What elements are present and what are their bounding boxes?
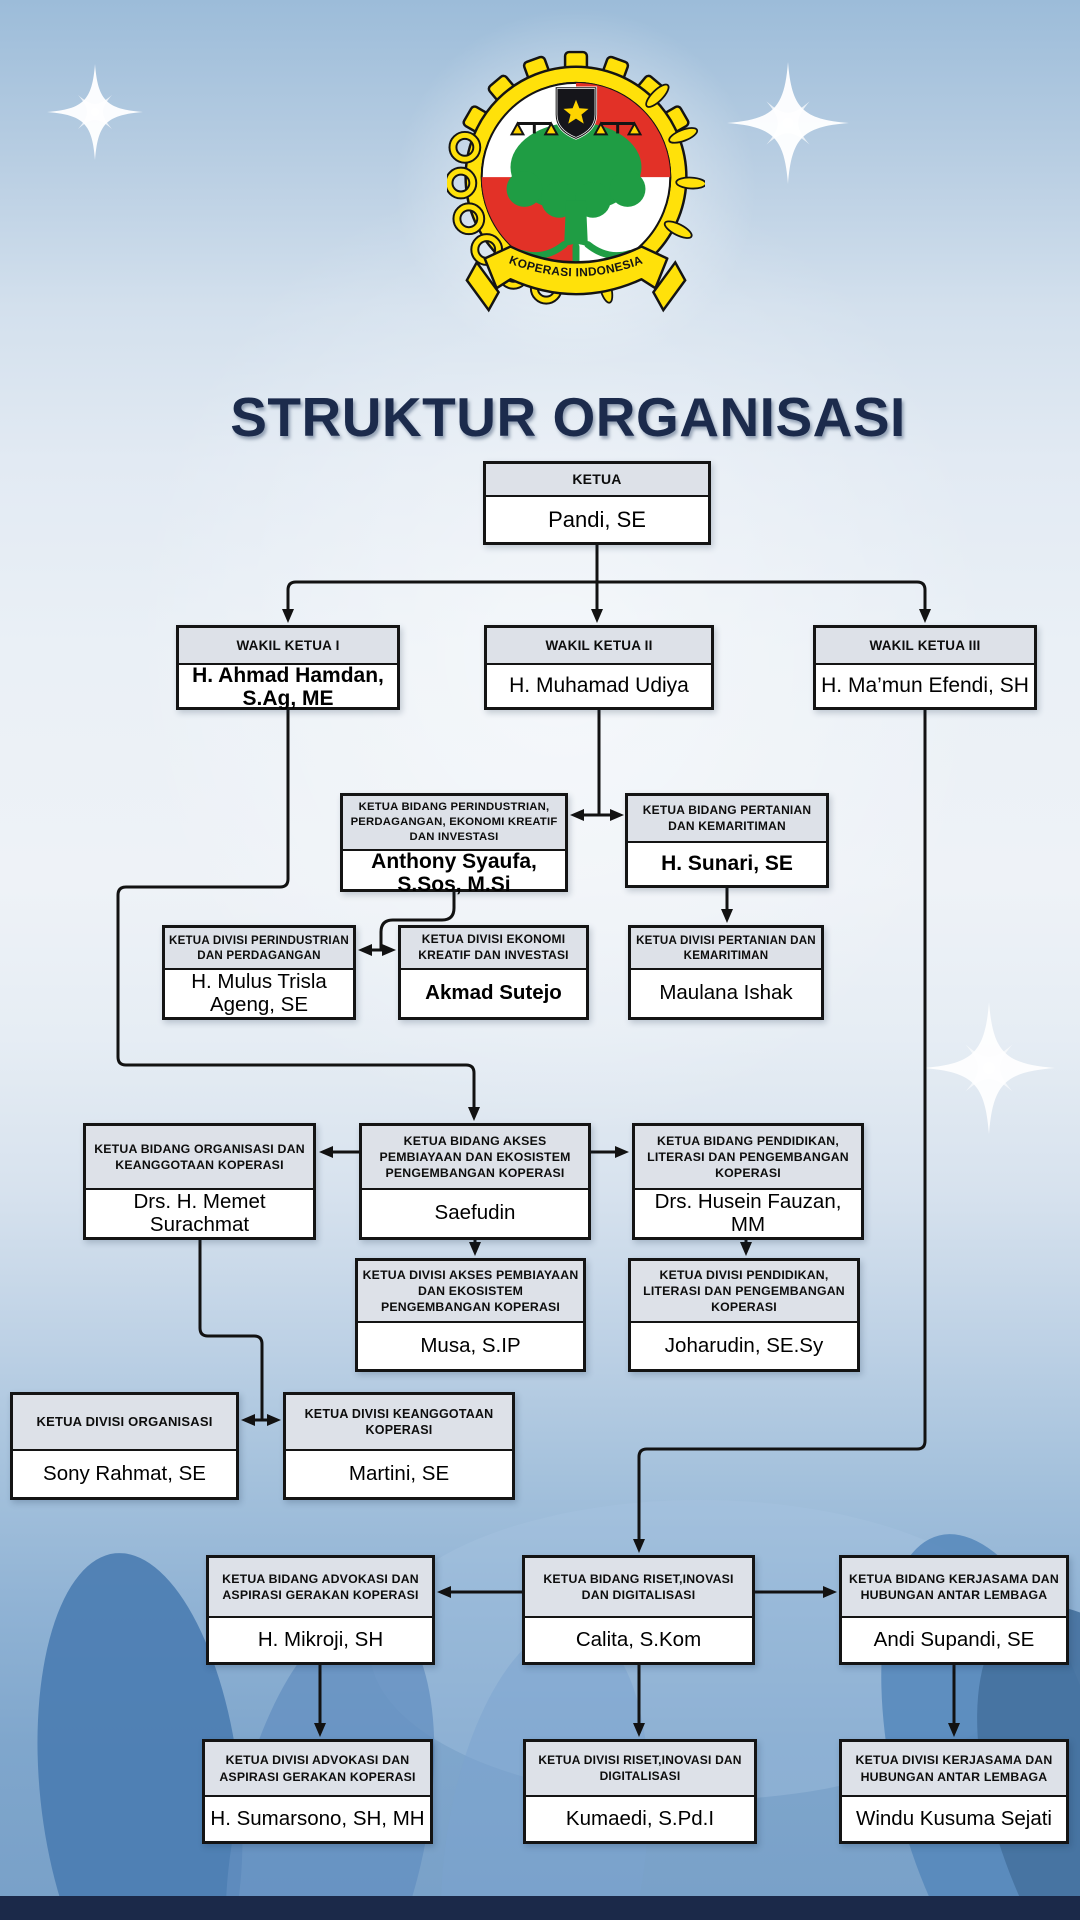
org-box-title: KETUA BIDANG KERJASAMA DAN HUBUNGAN ANTA… [842, 1558, 1066, 1618]
logo-banner: KOPERASI INDONESIA [465, 245, 687, 313]
org-box-bid_organisasi: KETUA BIDANG ORGANISASI DAN KEANGGOTAAN … [83, 1123, 316, 1240]
org-box-title: KETUA BIDANG PENDIDIKAN, LITERASI DAN PE… [635, 1126, 861, 1190]
org-box-div_perindustrian: KETUA DIVISI PERINDUSTRIAN DAN PERDAGANG… [162, 925, 356, 1020]
org-box-title: WAKIL KETUA I [179, 628, 397, 665]
org-box-name: Kumaedi, S.Pd.I [565, 1806, 715, 1830]
org-box-title: KETUA DIVISI EKONOMI KREATIF DAN INVESTA… [401, 928, 586, 970]
connector-wakil1-to-akses [116, 710, 480, 1121]
org-box-bid_riset: KETUA BIDANG RISET,INOVASI DAN DIGITALIS… [522, 1555, 755, 1665]
connector-row5-drops [469, 1240, 752, 1256]
org-box-name: Musa, S.IP [420, 1333, 521, 1357]
org-box-div_advokasi: KETUA DIVISI ADVOKASI DAN ASPIRASI GERAK… [202, 1739, 433, 1844]
org-box-bid_pendidikan: KETUA BIDANG PENDIDIKAN, LITERASI DAN PE… [632, 1123, 864, 1240]
org-box-div_pendidikan: KETUA DIVISI PENDIDIKAN, LITERASI DAN PE… [628, 1258, 860, 1372]
org-box-bid_advokasi: KETUA BIDANG ADVOKASI DAN ASPIRASI GERAK… [206, 1555, 435, 1665]
org-box-name: Drs. Husein Fauzan, MM [654, 1190, 842, 1236]
org-box-name: Joharudin, SE.Sy [664, 1333, 824, 1357]
org-box-div_riset: KETUA DIVISI RISET,INOVASI DAN DIGITALIS… [523, 1739, 757, 1844]
org-box-name: Andi Supandi, SE [873, 1627, 1035, 1651]
org-box-name: H. Mulus Trisla Ageng, SE [191, 970, 327, 1016]
connector-wakil3-to-riset [633, 710, 927, 1553]
org-box-title: KETUA BIDANG RISET,INOVASI DAN DIGITALIS… [525, 1558, 752, 1618]
connector-organisasi-to-divisi [198, 1240, 281, 1426]
org-box-name: H. Sunari, SE [661, 851, 793, 875]
org-box-bid_akses: KETUA BIDANG AKSES PEMBIAYAAN DAN EKOSIS… [359, 1123, 591, 1240]
org-box-title: KETUA [486, 464, 708, 497]
shield-star-icon [554, 86, 598, 140]
org-box-title: KETUA DIVISI AKSES PEMBIAYAAN DAN EKOSIS… [358, 1261, 583, 1323]
org-box-name: Akmad Sutejo [425, 981, 562, 1005]
org-box-name: Pandi, SE [548, 506, 646, 532]
org-box-div_pertanian: KETUA DIVISI PERTANIAN DAN KEMARITIMAN Ma… [628, 925, 824, 1020]
org-box-name: Anthony Syaufa, S.Sos, M.Si [371, 850, 537, 896]
org-box-name: Maulana Ishak [659, 981, 793, 1005]
org-box-div_organisasi: KETUA DIVISI ORGANISASI Sony Rahmat, SE [10, 1392, 239, 1500]
org-box-bid_pertanian: KETUA BIDANG PERTANIAN DAN KEMARITIMAN H.… [625, 793, 829, 888]
org-box-wakil3: WAKIL KETUA III H. Ma’mun Efendi, SH [813, 625, 1037, 710]
org-box-title: KETUA DIVISI KERJASAMA DAN HUBUNGAN ANTA… [842, 1742, 1066, 1797]
org-box-title: KETUA DIVISI ORGANISASI [13, 1395, 236, 1451]
org-box-div_keanggotaan: KETUA DIVISI KEANGGOTAAN KOPERASI Martini… [283, 1392, 515, 1500]
scales-icon [509, 121, 643, 136]
org-box-name: H. Sumarsono, SH, MH [210, 1806, 425, 1830]
org-box-div_akses: KETUA DIVISI AKSES PEMBIAYAAN DAN EKOSIS… [355, 1258, 586, 1372]
org-box-title: WAKIL KETUA II [487, 628, 711, 665]
org-box-title: KETUA BIDANG PERINDUSTRIAN, PERDAGANGAN,… [343, 796, 565, 851]
org-box-wakil2: WAKIL KETUA II H. Muhamad Udiya [484, 625, 714, 710]
org-box-name: H. Ahmad Hamdan, S.Ag, ME [192, 664, 384, 710]
org-box-name: Martini, SE [348, 1461, 450, 1485]
footer-bar [0, 1896, 1080, 1920]
connector-perindustrian-to-divisi [358, 892, 456, 956]
org-box-bid_kerjasama: KETUA BIDANG KERJASAMA DAN HUBUNGAN ANTA… [839, 1555, 1069, 1665]
page-title: STRUKTUR ORGANISASI [230, 385, 906, 448]
org-box-div_kerjasama: KETUA DIVISI KERJASAMA DAN HUBUNGAN ANTA… [839, 1739, 1069, 1844]
org-box-name: H. Mikroji, SH [257, 1627, 384, 1651]
org-box-title: KETUA DIVISI KEANGGOTAAN KOPERASI [286, 1395, 512, 1451]
org-box-title: KETUA DIVISI PERTANIAN DAN KEMARITIMAN [631, 928, 821, 970]
org-box-title: KETUA BIDANG ADVOKASI DAN ASPIRASI GERAK… [209, 1558, 432, 1618]
org-box-name: H. Ma’mun Efendi, SH [821, 673, 1029, 697]
connector-wakil2-to-bidang [570, 710, 624, 821]
org-box-name: Sony Rahmat, SE [43, 1461, 206, 1485]
org-box-name: Saefudin [434, 1201, 516, 1225]
org-box-title: KETUA DIVISI PENDIDIKAN, LITERASI DAN PE… [631, 1261, 857, 1323]
org-box-bid_perindustrian: KETUA BIDANG PERINDUSTRIAN, PERDAGANGAN,… [340, 793, 568, 896]
org-box-ketua: KETUA Pandi, SE [483, 461, 711, 545]
org-box-title: KETUA BIDANG PERTANIAN DAN KEMARITIMAN [628, 796, 826, 843]
banyan-tree-icon [506, 122, 646, 266]
org-box-name: H. Muhamad Udiya [509, 673, 689, 697]
org-box-title: KETUA DIVISI ADVOKASI DAN ASPIRASI GERAK… [205, 1742, 430, 1797]
koperasi-indonesia-logo: KOPERASI INDONESIA [447, 50, 705, 313]
org-box-name: Calita, S.Kom [575, 1627, 702, 1651]
org-box-name: Windu Kusuma Sejati [856, 1806, 1052, 1830]
org-box-title: KETUA DIVISI RISET,INOVASI DAN DIGITALIS… [526, 1742, 754, 1797]
org-box-title: KETUA DIVISI PERINDUSTRIAN DAN PERDAGANG… [165, 928, 353, 970]
org-box-title: KETUA BIDANG ORGANISASI DAN KEANGGOTAAN … [86, 1126, 313, 1190]
org-box-name: Drs. H. Memet Surachmat [133, 1190, 266, 1236]
org-box-div_ekonomi: KETUA DIVISI EKONOMI KREATIF DAN INVESTA… [398, 925, 589, 1020]
org-box-title: WAKIL KETUA III [816, 628, 1034, 665]
connector-bottom-drops [314, 1665, 960, 1737]
org-box-title: KETUA BIDANG AKSES PEMBIAYAAN DAN EKOSIS… [362, 1126, 588, 1190]
connector-ketua-to-wakil [282, 543, 931, 623]
